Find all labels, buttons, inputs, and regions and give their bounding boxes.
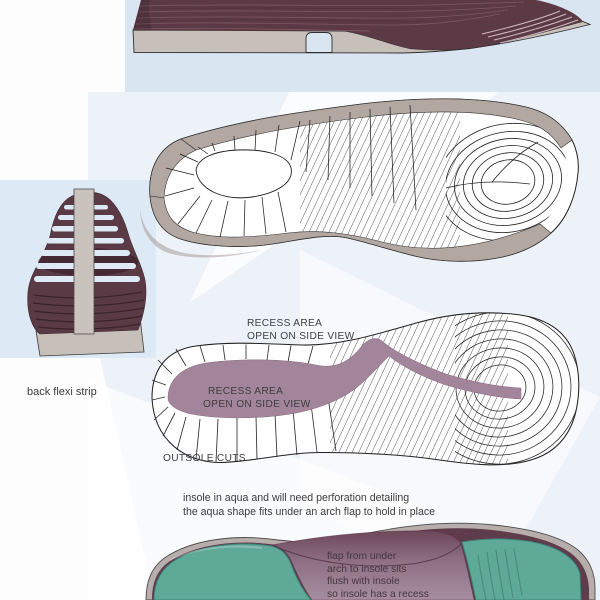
- plan-toe-seam: [445, 141, 539, 189]
- flap-note-line3: flush with insole: [327, 576, 400, 587]
- insole-toe-pad: [461, 538, 582, 600]
- toe-highlight-lines: [481, 10, 579, 44]
- plan-bottom-band: [149, 195, 552, 262]
- outsole-toe-strips: [455, 312, 579, 465]
- insole-note-line1: insole in aqua and will need perforation…: [183, 492, 410, 504]
- flap-note-line4: so insole has a recess: [327, 588, 429, 600]
- outsole-heel-fan-lines: [151, 344, 337, 463]
- outsole-recess-area: [167, 338, 522, 419]
- heel-pad-highlight: [169, 545, 263, 561]
- insole-heel-pad: [153, 543, 312, 600]
- plan-top-band: [180, 98, 573, 151]
- sole-recess-notch: [305, 32, 333, 53]
- side-view-render: [132, 0, 592, 54]
- back-view-render: [27, 188, 147, 357]
- insole-note: insole in aqua and will need perforation…: [183, 492, 435, 519]
- flap-note-line2: arch to insole sits: [327, 563, 407, 575]
- toe-pad-ridge-lines: [477, 547, 523, 600]
- plan-view-render: [140, 98, 579, 262]
- insole-render: [145, 522, 596, 600]
- plan-heel-opening: [195, 149, 292, 199]
- arch-flap-edge-line: [271, 543, 462, 567]
- flap-note: flap from under arch to insole sits flus…: [327, 551, 429, 600]
- outsole-hatch-area: [330, 312, 508, 465]
- outsole-cuts-label: OUTSOLE CUTS: [163, 453, 246, 464]
- plan-hatch-area: [300, 111, 460, 249]
- heel-shading: [133, 0, 152, 30]
- insole-arch-flap: [271, 530, 475, 600]
- plan-spokes: [164, 104, 417, 238]
- recess-label-heel-line1: RECESS AREA: [208, 386, 283, 397]
- plan-left-band: [149, 138, 197, 199]
- plan-heel-shadow: [140, 210, 262, 258]
- flap-note-line1: flap from under: [327, 551, 397, 562]
- recess-label-top-line1: RECESS AREA: [247, 318, 322, 329]
- recess-label-top-line2: OPEN ON SIDE VIEW: [247, 331, 355, 342]
- outsole-cuts-diagram: RECESS AREA OPEN ON SIDE VIEW RECESS ARE…: [151, 312, 580, 466]
- insole-note-line2: the aqua shape fits under an arch flap t…: [183, 505, 436, 518]
- upper-shadow-lines: [157, 7, 441, 22]
- upper-strip-lines: [133, 1, 525, 32]
- back-flexi-strip-label: back flexi strip: [27, 386, 97, 398]
- back-flexi-strip-shape: [73, 188, 95, 335]
- recess-label-heel-line2: OPEN ON SIDE VIEW: [203, 399, 311, 410]
